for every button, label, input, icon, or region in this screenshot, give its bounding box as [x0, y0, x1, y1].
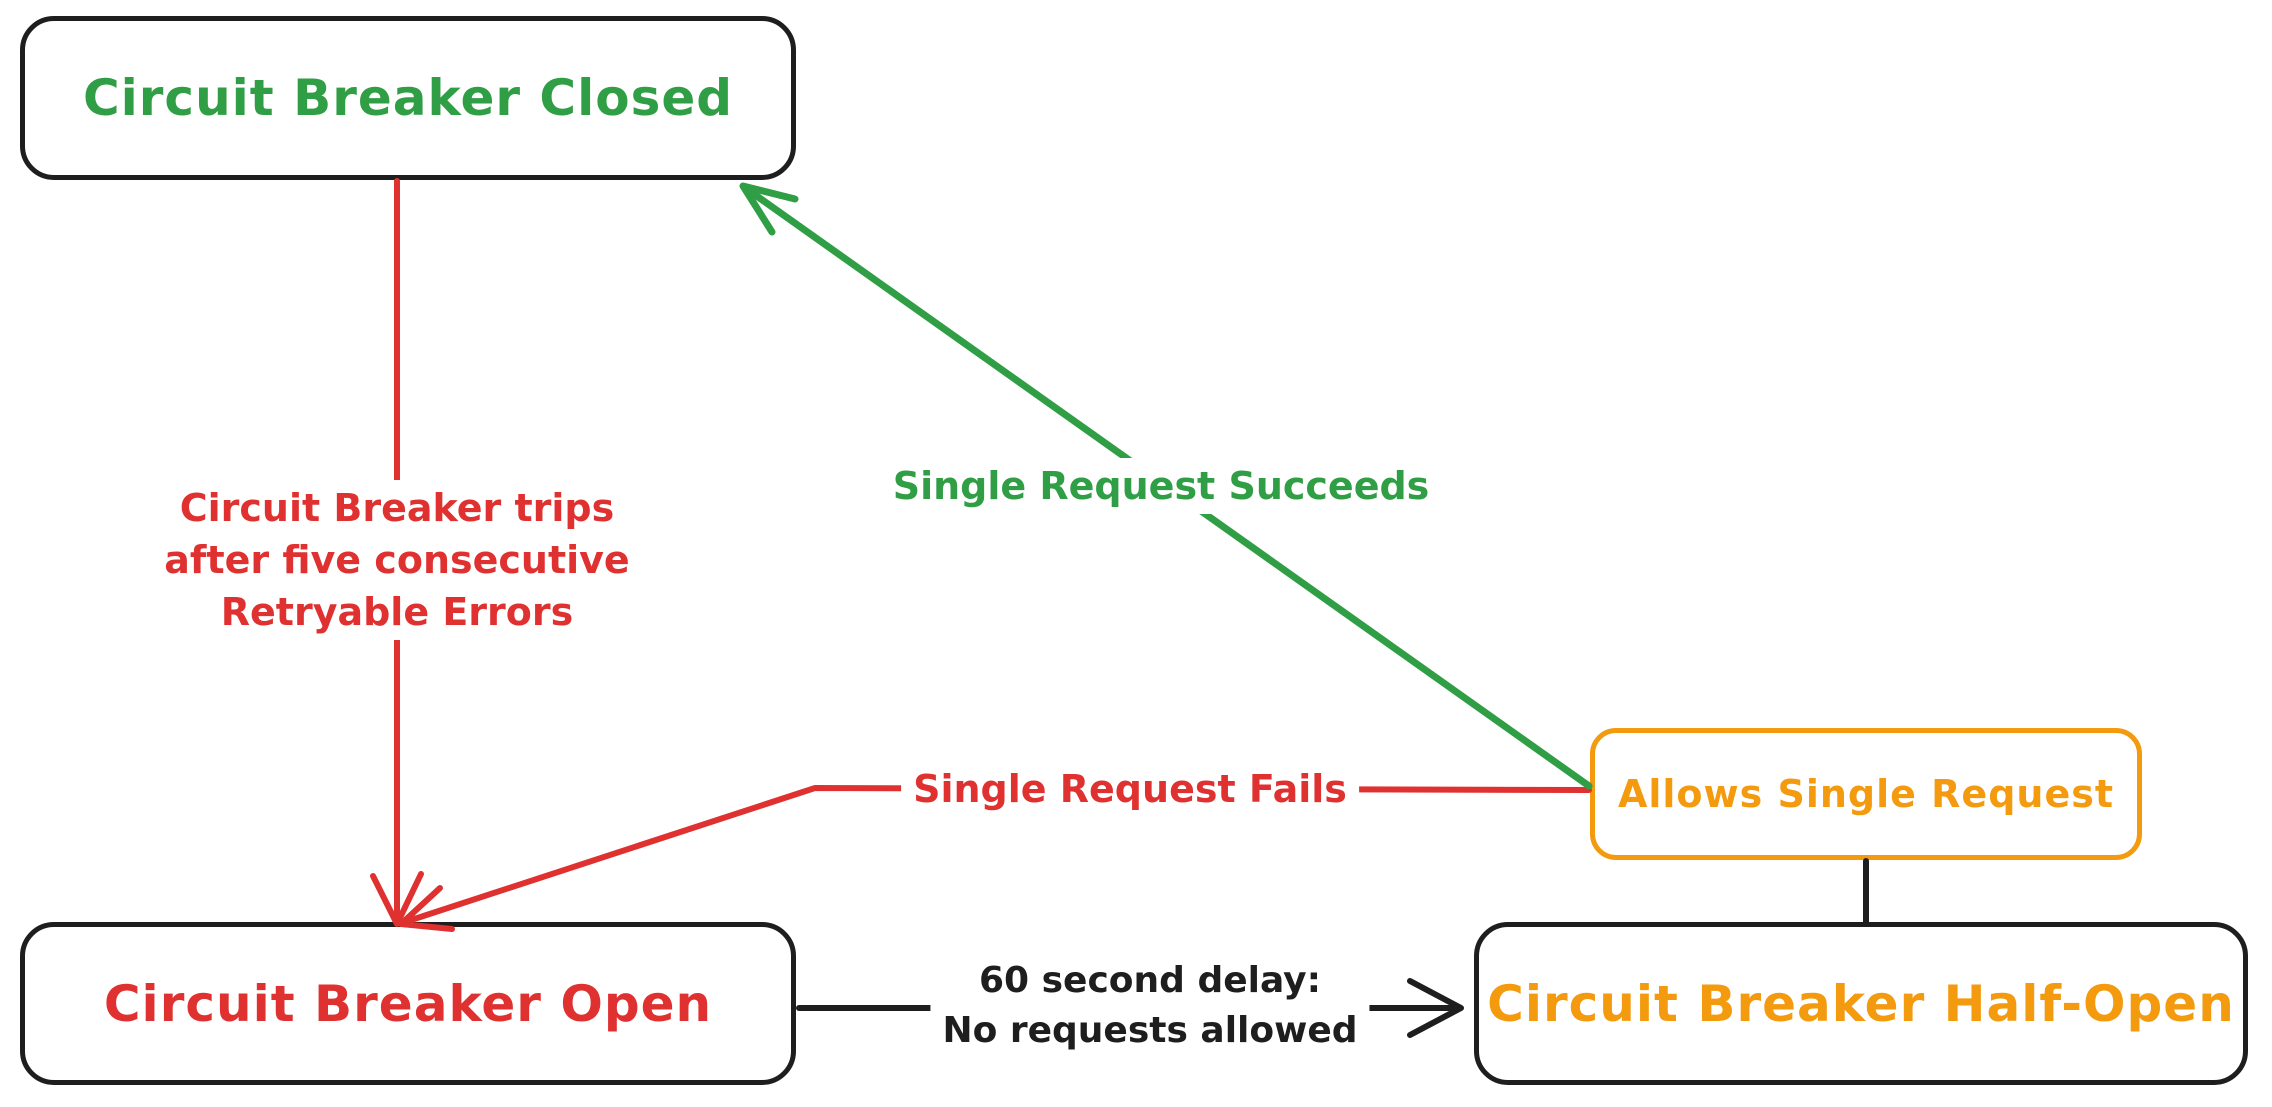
- transition-trip-label-line2: after five consecutive: [164, 538, 630, 582]
- transition-delay-label-line2: No requests allowed: [942, 1010, 1358, 1051]
- arrow-delay-head: [1407, 978, 1464, 1038]
- state-half-open-label: Circuit Breaker Half-Open: [1487, 974, 2235, 1033]
- allows-single-request-box: Allows Single Request: [1590, 728, 2142, 860]
- state-closed-label: Circuit Breaker Closed: [82, 69, 734, 127]
- transition-succeeds-label: Single Request Succeeds: [880, 458, 1442, 514]
- transition-delay-label: 60 second delay: No requests allowed: [930, 954, 1370, 1058]
- state-half-open-box: Circuit Breaker Half-Open: [1474, 922, 2248, 1085]
- state-closed-box: Circuit Breaker Closed: [20, 16, 796, 180]
- transition-trip-label: Circuit Breaker trips after five consecu…: [152, 480, 642, 640]
- transition-trip-label-line3: Retryable Errors: [220, 590, 574, 634]
- transition-trip-label-line1: Circuit Breaker trips: [179, 486, 615, 530]
- transition-delay-label-line1: 60 second delay:: [978, 960, 1322, 1001]
- allows-single-request-label: Allows Single Request: [1617, 772, 2115, 816]
- arrow-trip-head: [370, 871, 424, 927]
- state-open-label: Circuit Breaker Open: [103, 974, 713, 1033]
- transition-fails-label: Single Request Fails: [901, 761, 1359, 817]
- state-open-box: Circuit Breaker Open: [20, 922, 796, 1085]
- arrow-succeeds-head: [739, 182, 799, 236]
